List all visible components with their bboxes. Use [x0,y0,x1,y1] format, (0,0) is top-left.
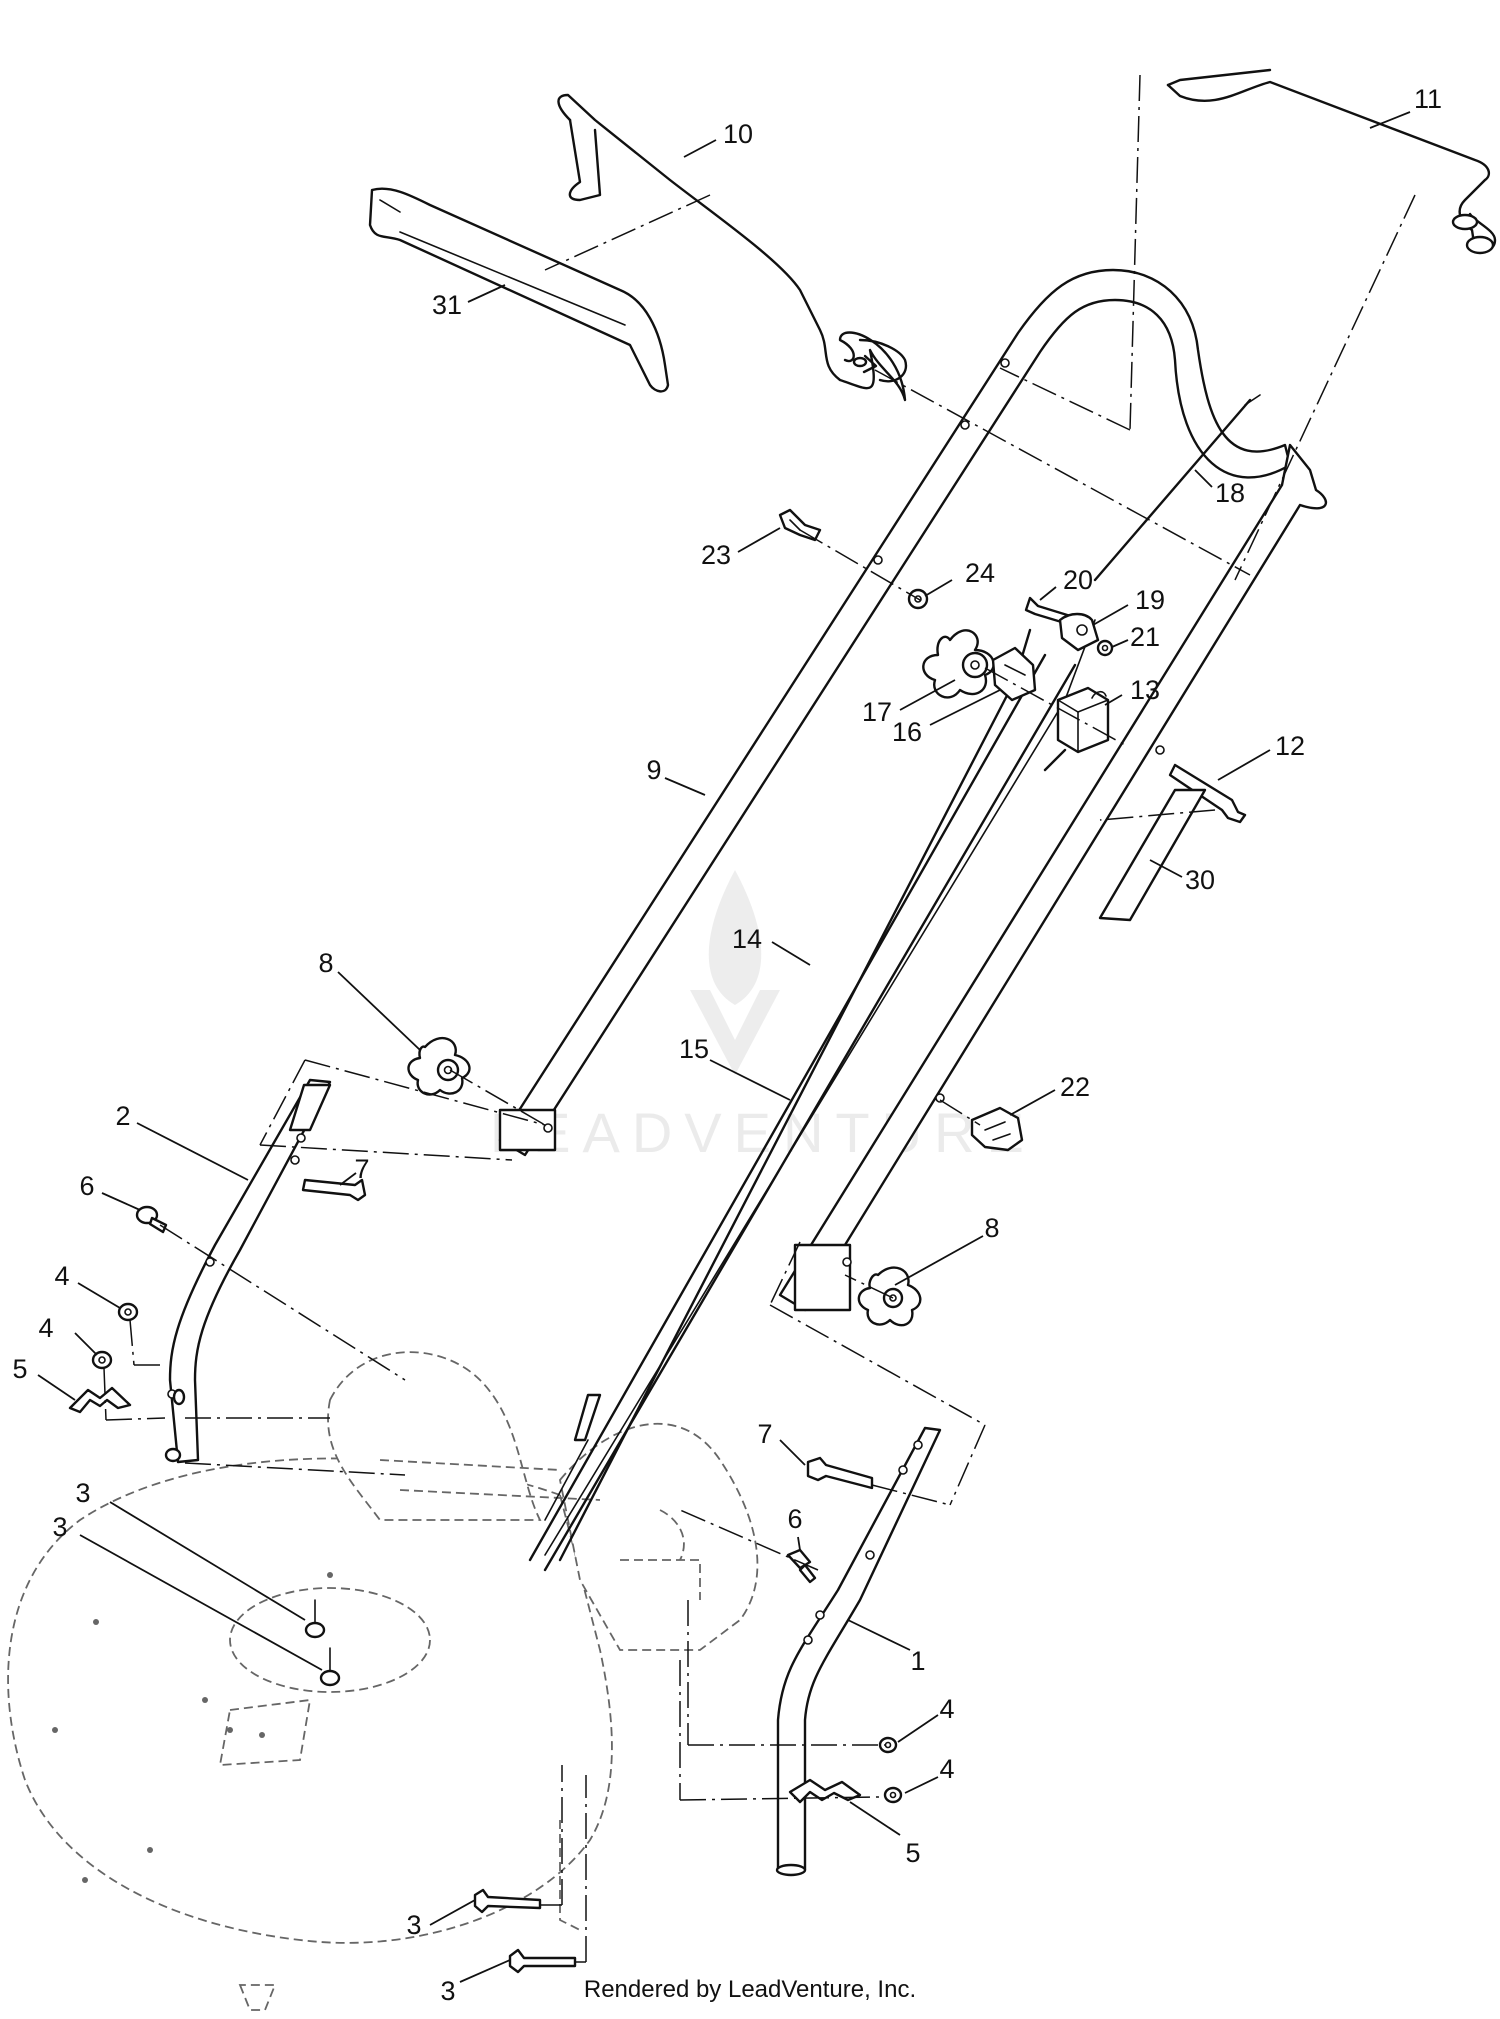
callout-15: 15 [679,1034,709,1064]
wing-clip-part-5-right [788,1778,862,1804]
callout-6-left: 6 [79,1171,94,1201]
nut-part-4-c [878,1736,898,1754]
callout-labels: 10 11 31 18 23 24 20 19 21 13 17 16 12 9… [12,84,1442,2006]
knob-part-17 [922,629,995,699]
block-part-22 [970,1106,1024,1152]
callout-3-b: 3 [52,1512,67,1542]
callout-4-b: 4 [38,1313,53,1343]
callout-1: 1 [910,1646,925,1676]
screw-part-6-right [786,1548,817,1584]
wing-clip-part-5-left [68,1386,132,1414]
callout-18: 18 [1215,478,1245,508]
grip-part-31 [368,187,670,393]
lower-handle-right-part-1 [775,1426,942,1877]
bolt-part-7-right [806,1456,874,1490]
bolt-part-7-left [301,1178,367,1202]
assembly-lines [103,74,1416,1963]
nut-part-21 [1096,639,1114,657]
leader-lines [37,111,1411,1983]
callout-4-d: 4 [939,1754,954,1784]
clamp-part-19 [1058,612,1100,652]
callout-10: 10 [723,119,753,149]
pin-part-3-d [508,1948,577,1974]
nut-part-4-b [91,1350,113,1370]
callout-8-upper: 8 [318,948,333,978]
render-credit: Rendered by LeadVenture, Inc. [584,1976,916,2003]
callout-21: 21 [1130,622,1160,652]
pin-part-3-c [473,1888,542,1914]
callout-8-lower: 8 [984,1213,999,1243]
callout-14: 14 [732,924,762,954]
callout-6-right: 6 [787,1504,802,1534]
callout-2: 2 [115,1101,130,1131]
callout-5-right: 5 [905,1838,920,1868]
screw-part-6-left [135,1205,168,1234]
callout-4-c: 4 [939,1694,954,1724]
callout-9: 9 [646,755,661,785]
callout-19: 19 [1135,585,1165,615]
callout-3-d: 3 [440,1976,455,2006]
callout-7-right: 7 [757,1419,772,1449]
nut-part-4-d [883,1786,903,1804]
callout-11: 11 [1414,84,1442,114]
callout-30: 30 [1185,865,1215,895]
callout-31: 31 [432,290,462,320]
lower-handle-left-part-2 [164,1078,332,1464]
pin-part-3-b [319,1647,341,1687]
nut-part-4-a [117,1302,139,1322]
knob-part-8-left [407,1036,471,1096]
callout-3-c: 3 [406,1910,421,1940]
callout-22: 22 [1060,1072,1090,1102]
callout-4-a: 4 [54,1261,69,1291]
bracket-part-16 [991,646,1037,702]
callout-7-left: 7 [354,1154,369,1184]
callout-3-a: 3 [75,1478,90,1508]
callout-23: 23 [701,540,731,570]
callout-17: 17 [862,697,892,727]
callout-24: 24 [965,558,995,588]
callout-13: 13 [1130,675,1160,705]
bail-part-11 [1166,68,1497,255]
clip-part-23 [778,508,822,542]
leadventure-watermark: LEADVENTURE [490,870,1036,1164]
control-block-part-13 [1056,686,1110,754]
bolt-part-12 [1168,763,1247,824]
bail-part-10 [557,93,908,402]
callout-12: 12 [1275,731,1305,761]
upper-handle-part-9 [498,268,1327,1312]
callout-16: 16 [892,717,922,747]
callout-5-left: 5 [12,1354,27,1384]
pin-part-3-a [304,1599,326,1639]
callout-20: 20 [1063,565,1093,595]
watermark-text: LEADVENTURE [490,1101,1036,1164]
mower-deck [7,1351,759,2011]
pad-part-30 [1098,788,1207,922]
